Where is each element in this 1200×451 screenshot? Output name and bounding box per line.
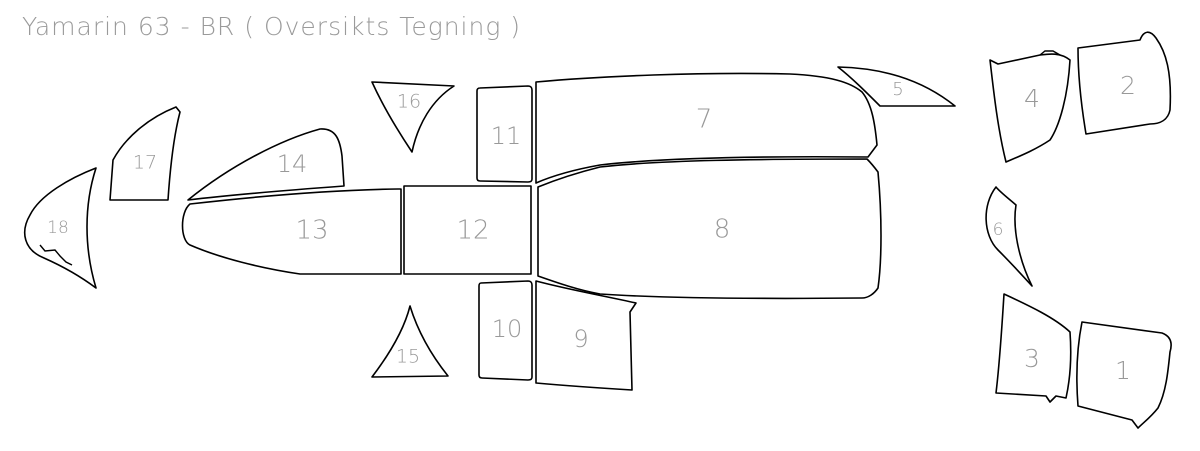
part-14: 14 [187,128,345,201]
part-14-label: 14 [277,150,308,178]
part-3: 3 [995,293,1072,403]
part-1: 1 [1076,321,1172,429]
part-2-label: 2 [1120,71,1136,100]
part-11-label: 11 [491,122,522,150]
part-8-label: 8 [714,215,731,245]
part-10-label: 10 [492,315,523,343]
part-4: 4 [989,50,1071,163]
part-13: 13 [181,188,402,275]
part-13-label: 13 [295,216,328,246]
part-6: 6 [985,186,1033,287]
part-3-label: 3 [1024,344,1040,373]
part-6-label: 6 [993,220,1004,240]
part-12: 12 [403,185,532,275]
part-7: 7 [535,72,878,184]
part-18-label: 18 [47,218,69,238]
part-15-label: 15 [396,346,420,368]
part-5-label: 5 [892,79,903,100]
part-9: 9 [535,280,637,391]
page-title: Yamarin 63 - BR ( Oversikts Tegning ) [22,12,522,41]
part-4-label: 4 [1024,84,1040,113]
part-11: 11 [476,85,533,183]
part-8: 8 [537,158,882,300]
part-16: 16 [371,81,455,153]
part-17: 17 [109,106,181,201]
part-1-label: 1 [1115,356,1131,385]
part-17-label: 17 [133,152,157,174]
part-18: 18 [23,167,97,289]
part-16-label: 16 [397,91,421,113]
part-5: 5 [837,66,956,107]
part-7-label: 7 [696,105,713,135]
part-15: 15 [371,305,449,378]
part-10: 10 [478,280,533,381]
part-2: 2 [1077,31,1172,135]
part-9-label: 9 [573,325,588,353]
part-12-label: 12 [456,216,489,246]
